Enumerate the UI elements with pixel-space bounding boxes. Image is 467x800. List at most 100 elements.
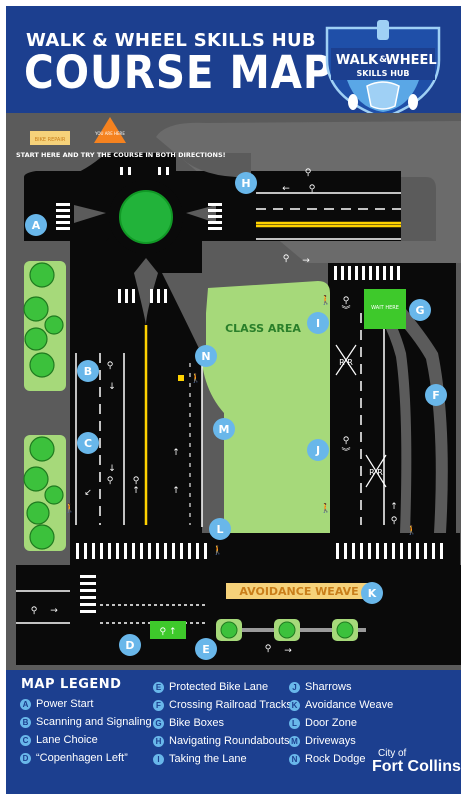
tree-icon bbox=[44, 315, 64, 335]
you-are-here-marker bbox=[94, 117, 126, 143]
arrow-icon: → bbox=[302, 256, 310, 266]
bike-symbol-icon: ⚲ bbox=[391, 516, 398, 526]
bike-repair-station bbox=[30, 131, 70, 145]
bike-symbol-icon: ⚲ bbox=[107, 476, 114, 486]
map-marker-d[interactable]: D bbox=[119, 634, 141, 656]
svg-text:L: L bbox=[216, 523, 223, 536]
bike-box bbox=[364, 289, 406, 329]
tree-icon bbox=[23, 296, 49, 322]
map-marker-a[interactable]: A bbox=[25, 214, 47, 236]
svg-text:BIKE REPAIR: BIKE REPAIR bbox=[35, 137, 66, 143]
svg-text:B: B bbox=[84, 365, 92, 378]
map-marker-c[interactable]: C bbox=[77, 432, 99, 454]
svg-text:F: F bbox=[432, 389, 440, 402]
bike-symbol-icon: ⚲ bbox=[309, 184, 316, 194]
map-marker-f[interactable]: F bbox=[425, 384, 447, 406]
svg-text:&: & bbox=[379, 55, 387, 65]
arrow-icon: ↑ bbox=[390, 502, 398, 512]
svg-text:N: N bbox=[201, 350, 210, 363]
bike-symbol-icon: ⚲ bbox=[107, 361, 114, 371]
pedestrian-icon: 🚶 bbox=[64, 502, 75, 514]
tree-icon bbox=[29, 524, 55, 550]
city-of-label: City of bbox=[378, 748, 407, 759]
arrow-icon: ↓ bbox=[108, 382, 116, 392]
class-area bbox=[202, 281, 330, 533]
bike-symbol-icon: ⚲ bbox=[305, 168, 312, 178]
svg-text:E: E bbox=[202, 643, 210, 656]
svg-text:WAIT HERE: WAIT HERE bbox=[371, 305, 399, 311]
pedestrian-icon: 🚶 bbox=[320, 502, 331, 514]
tree-icon bbox=[29, 352, 55, 378]
map-marker-l[interactable]: L bbox=[209, 518, 231, 540]
sharrow-icon: ︾ bbox=[341, 305, 350, 316]
railroad-crossing-icon: R R bbox=[369, 468, 383, 477]
tree-icon bbox=[26, 501, 50, 525]
tree-icon bbox=[29, 262, 55, 288]
arrow-icon: ↑ bbox=[132, 486, 140, 496]
map-marker-m[interactable]: M bbox=[213, 418, 235, 440]
map-marker-i[interactable]: I bbox=[307, 312, 329, 334]
avoidance-weave-sign bbox=[226, 583, 372, 599]
legend-item-copenhagen-left: D“Copenhagen Left” bbox=[20, 752, 128, 766]
footprint-icon bbox=[408, 94, 418, 110]
tree-icon bbox=[23, 466, 49, 492]
svg-text:M: M bbox=[219, 423, 230, 436]
arrow-icon: ↙ bbox=[84, 488, 92, 498]
pedestrian-icon: 🚶 bbox=[406, 524, 417, 536]
start-instruction: START HERE AND TRY THE COURSE IN BOTH DI… bbox=[16, 151, 226, 159]
bike-symbol-icon: ⚲ bbox=[133, 476, 140, 486]
arrow-icon: ↑ bbox=[172, 486, 180, 496]
course-map: CLASS AREA bbox=[6, 113, 461, 670]
svg-text:D: D bbox=[125, 639, 134, 652]
map-marker-h[interactable]: H bbox=[235, 172, 257, 194]
arrow-icon: → bbox=[284, 646, 292, 656]
svg-text:C: C bbox=[84, 437, 92, 450]
bike-symbol-icon: ⚲ bbox=[283, 254, 290, 264]
tree-icon bbox=[220, 621, 238, 639]
pedestrian-icon: 🚶 bbox=[190, 372, 201, 384]
svg-text:WALK: WALK bbox=[336, 53, 379, 68]
svg-text:SKILLS HUB: SKILLS HUB bbox=[357, 69, 410, 78]
header-subtitle: WALK & WHEEL SKILLS HUB bbox=[26, 30, 316, 51]
map-marker-j[interactable]: J bbox=[307, 439, 329, 461]
svg-text:G: G bbox=[415, 304, 424, 317]
tree-icon bbox=[278, 621, 296, 639]
sharrow-icon: ⚲ bbox=[343, 436, 350, 446]
tree-icon bbox=[24, 327, 48, 351]
svg-text:J: J bbox=[315, 444, 320, 457]
skills-hub-logo: WALK & WHEEL SKILLS HUB bbox=[325, 20, 441, 120]
svg-text:⚲ ↑: ⚲ ↑ bbox=[160, 627, 177, 637]
header-banner: WALK & WHEEL SKILLS HUB COURSE MAP WALK … bbox=[6, 6, 461, 120]
roundabout-island bbox=[119, 190, 173, 244]
arrow-icon: ← bbox=[282, 184, 290, 194]
tree-icon bbox=[336, 621, 354, 639]
svg-text:A: A bbox=[32, 219, 41, 232]
class-area-label: CLASS AREA bbox=[225, 322, 301, 335]
svg-text:YOU ARE HERE: YOU ARE HERE bbox=[94, 131, 125, 136]
map-marker-k[interactable]: K bbox=[361, 582, 383, 604]
map-marker-e[interactable]: E bbox=[195, 638, 217, 660]
svg-text:H: H bbox=[241, 177, 250, 190]
map-marker-b[interactable]: B bbox=[77, 360, 99, 382]
svg-text:AVOIDANCE WEAVE: AVOIDANCE WEAVE bbox=[239, 585, 358, 598]
arrow-icon: ↓ bbox=[108, 464, 116, 474]
map-marker-n[interactable]: N bbox=[195, 345, 217, 367]
pedestrian-icon: 🚶 bbox=[320, 294, 331, 306]
svg-text:WHEEL: WHEEL bbox=[385, 53, 436, 68]
svg-text:K: K bbox=[368, 587, 377, 600]
legend-title: MAP LEGEND bbox=[21, 677, 122, 692]
map-marker-g[interactable]: G bbox=[409, 299, 431, 321]
tree-icon bbox=[44, 485, 64, 505]
